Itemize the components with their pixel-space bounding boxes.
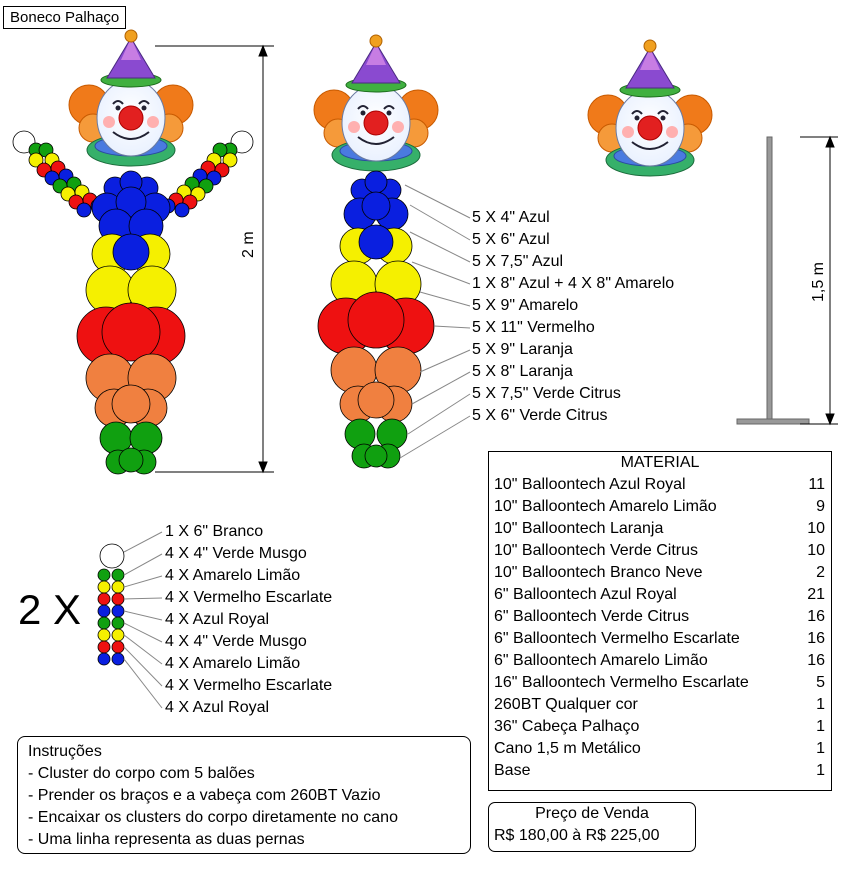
body-label: 5 X 6" Verde Citrus [472,407,608,424]
dimension-label-1-5m: 1,5 m [810,261,827,302]
material-row: Base 1 [489,760,831,782]
instruction-line: - Prender os braços e a vabeça com 260BT… [28,787,381,804]
body-label: 5 X 7,5" Verde Citrus [472,385,621,402]
material-item: 16" Balloontech Vermelho Escarlate [494,674,749,691]
instructions-title: Instruções [28,743,102,760]
clown-head-middle [313,34,439,172]
arm-label: 4 X 4" Verde Musgo [165,545,307,562]
material-header: MATERIAL [620,454,700,471]
arm-label: 4 X Vermelho Escarlate [165,677,333,694]
clown-head-right [587,39,713,177]
material-item: Base [494,762,531,779]
material-qty: 1 [816,762,825,779]
arm-label: 1 X 6" Branco [165,523,264,540]
arm-label: 4 X Vermelho Escarlate [165,589,333,606]
material-row: Cano 1,5 m Metálico 1 [489,738,831,760]
leader-lines-body [399,184,471,459]
arm-label: 4 X Azul Royal [165,611,270,628]
clown-head-left [68,29,194,167]
material-row: 10" Balloontech Laranja 10 [489,518,831,540]
arm-multiplier: 2 X [18,586,82,633]
clown-figure-left [12,29,274,475]
material-item: 6" Balloontech Vermelho Escarlate [494,630,740,647]
material-item: Cano 1,5 m Metálico [494,740,641,757]
material-qty: 11 [808,476,825,493]
material-qty: 1 [816,740,825,757]
material-item: 10" Balloontech Amarelo Limão [494,498,717,515]
dimension-line-right [800,135,838,426]
material-row: 6" Balloontech Amarelo Limão 16 [489,650,831,672]
material-qty: 16 [807,608,825,625]
material-row: 10" Balloontech Verde Citrus 10 [489,540,831,562]
arm-label: 4 X Amarelo Limão [165,655,301,672]
price-box: Preço de Venda R$ 180,00 à R$ 225,00 [488,802,696,852]
material-row: 6" Balloontech Verde Citrus 16 [489,606,831,628]
material-item: 6" Balloontech Amarelo Limão [494,652,708,669]
body-label: 5 X 7,5" Azul [472,253,564,270]
instructions-box: Instruções - Cluster do corpo com 5 balõ… [17,736,471,854]
body-label: 5 X 9" Amarelo [472,297,579,314]
material-item: 6" Balloontech Azul Royal [494,586,677,603]
material-qty: 1 [816,696,825,713]
body-label: 5 X 9" Laranja [472,341,573,358]
dimension-label-2m: 2 m [240,231,257,258]
body-label: 5 X 8" Laranja [472,363,573,380]
body-middle [317,170,435,469]
material-item: 6" Balloontech Verde Citrus [494,608,690,625]
arm-label: 4 X Azul Royal [165,699,270,716]
instruction-line: - Uma linha representa as duas pernas [28,831,305,848]
material-row: 6" Balloontech Azul Royal 21 [489,584,831,606]
instruction-line: - Encaixar os clusters do corpo diretame… [28,809,398,826]
arm-label: 4 X Amarelo Limão [165,567,301,584]
body-label: 1 X 8" Azul + 4 X 8" Amarelo [472,275,675,292]
price-value: R$ 180,00 à R$ 225,00 [494,827,660,844]
material-qty: 21 [807,586,825,603]
material-qty: 10 [807,520,825,537]
body-labels: 5 X 4" Azul 5 X 6" Azul 5 X 7,5" Azul 1 … [472,207,674,427]
body-left [76,170,186,475]
material-item: 10" Balloontech Laranja [494,520,664,537]
material-qty: 2 [816,564,825,581]
arm-right [160,130,254,218]
material-qty: 10 [807,542,825,559]
material-row: 260BT Qualquer cor 1 [489,694,831,716]
material-qty: 16 [807,630,825,647]
material-item: 36" Cabeça Palhaço [494,718,640,735]
material-qty: 1 [816,718,825,735]
material-item: 10" Balloontech Verde Citrus [494,542,699,559]
material-row: 10" Balloontech Amarelo Limão 9 [489,496,831,518]
body-label: 5 X 4" Azul [472,209,550,226]
price-label: Preço de Venda [535,805,649,822]
pole-stand [736,136,810,425]
arm-label: 4 X 4" Verde Musgo [165,633,307,650]
material-qty: 9 [816,498,825,515]
material-qty: 5 [816,674,825,691]
material-item: 10" Balloontech Azul Royal [494,476,686,493]
material-row: 6" Balloontech Vermelho Escarlate 16 [489,628,831,650]
material-item: 10" Balloontech Branco Neve [494,564,703,581]
instruction-line: - Cluster do corpo com 5 balões [28,765,255,782]
material-row: 10" Balloontech Azul Royal 11 [489,474,831,496]
body-label: 5 X 6" Azul [472,231,550,248]
material-row: 36" Cabeça Palhaço 1 [489,716,831,738]
diagram-title: Boneco Palhaço [3,6,127,29]
arm-labels: 1 X 6" Branco 4 X 4" Verde Musgo 4 X Ama… [165,521,332,719]
material-row: 16" Balloontech Vermelho Escarlate 5 [489,672,831,694]
leader-lines-arm [123,531,163,709]
body-label: 5 X 11" Vermelho [472,319,595,336]
arm-detail [97,543,125,666]
clown-figure-middle [313,34,471,469]
material-qty: 16 [807,652,825,669]
dimension-line-left [155,44,274,474]
clown-head-right-group [587,39,713,177]
arm-left [12,130,106,218]
material-item: 260BT Qualquer cor [494,696,638,713]
material-row: 10" Balloontech Branco Neve 2 [489,562,831,584]
